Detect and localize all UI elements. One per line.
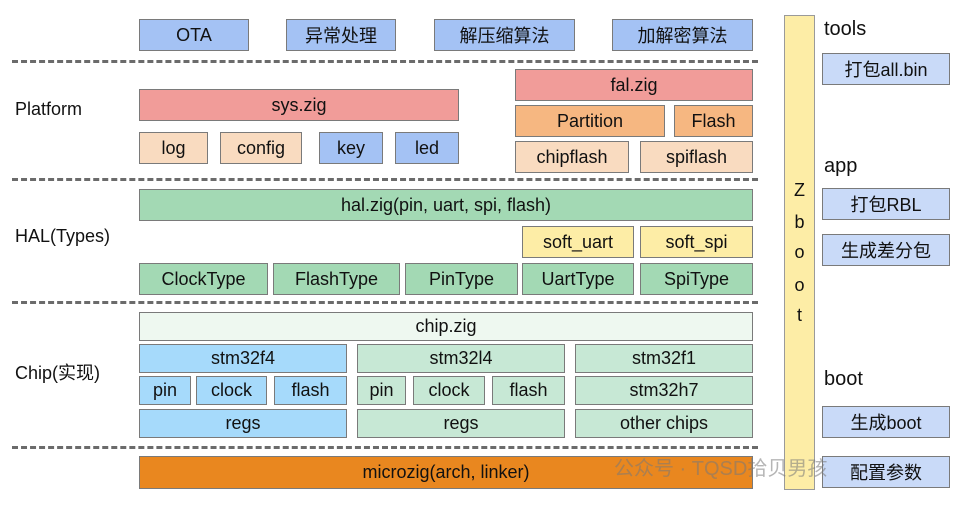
app-pack-rbl: 打包RBL bbox=[822, 188, 950, 220]
boot-config: 配置参数 bbox=[822, 456, 950, 488]
feature-decompress: 解压缩算法 bbox=[434, 19, 575, 51]
divider bbox=[12, 178, 758, 181]
type-uart: UartType bbox=[522, 263, 634, 295]
layer-label-chip: Chip(实现) bbox=[15, 363, 101, 383]
fal-flash: Flash bbox=[674, 105, 753, 137]
layer-label-hal: HAL(Types) bbox=[15, 226, 111, 246]
soft-uart: soft_uart bbox=[522, 226, 634, 258]
f4-clock: clock bbox=[196, 376, 267, 405]
chip-stm32f4: stm32f4 bbox=[139, 344, 347, 373]
chip-stm32f1: stm32f1 bbox=[575, 344, 753, 373]
tool-pack-all: 打包all.bin bbox=[822, 53, 950, 85]
l4-flash: flash bbox=[492, 376, 565, 405]
layer-label-platform: Platform bbox=[15, 99, 83, 119]
fal-zig: fal.zig bbox=[515, 69, 753, 101]
module-led: led bbox=[395, 132, 459, 164]
zboot-letter: b bbox=[794, 212, 805, 232]
app-diff-package: 生成差分包 bbox=[822, 234, 950, 266]
module-config: config bbox=[220, 132, 302, 164]
f4-regs: regs bbox=[139, 409, 347, 438]
l4-pin: pin bbox=[357, 376, 406, 405]
type-pin: PinType bbox=[405, 263, 518, 295]
zboot-letter: o bbox=[794, 242, 805, 262]
f4-flash: flash bbox=[274, 376, 347, 405]
type-flash: FlashType bbox=[273, 263, 400, 295]
zboot-bar: Z b o o t bbox=[784, 15, 815, 490]
zboot-letter: t bbox=[796, 305, 802, 325]
l4-clock: clock bbox=[413, 376, 485, 405]
fal-spiflash: spiflash bbox=[640, 141, 753, 173]
feature-crypto: 加解密算法 bbox=[612, 19, 753, 51]
type-clock: ClockType bbox=[139, 263, 268, 295]
chip-other: other chips bbox=[575, 409, 753, 438]
chip-stm32l4: stm32l4 bbox=[357, 344, 565, 373]
fal-chipflash: chipflash bbox=[515, 141, 629, 173]
zboot-letter: o bbox=[794, 275, 805, 295]
l4-regs: regs bbox=[357, 409, 565, 438]
chip-zig: chip.zig bbox=[139, 312, 753, 341]
divider bbox=[12, 301, 758, 304]
chip-stm32h7: stm32h7 bbox=[575, 376, 753, 405]
microzig: microzig(arch, linker) bbox=[139, 456, 753, 489]
section-app: app bbox=[824, 155, 858, 177]
divider bbox=[12, 60, 758, 63]
fal-partition: Partition bbox=[515, 105, 665, 137]
module-key: key bbox=[319, 132, 383, 164]
feature-ota: OTA bbox=[139, 19, 249, 51]
soft-spi: soft_spi bbox=[640, 226, 753, 258]
sys-zig: sys.zig bbox=[139, 89, 459, 121]
divider bbox=[12, 446, 758, 449]
feature-exception: 异常处理 bbox=[286, 19, 396, 51]
module-log: log bbox=[139, 132, 208, 164]
zboot-letter: Z bbox=[794, 180, 805, 200]
boot-generate: 生成boot bbox=[822, 406, 950, 438]
section-tools: tools bbox=[824, 18, 867, 40]
watermark: 公众号 · TQSD拾贝男孩 bbox=[614, 458, 828, 480]
section-boot: boot bbox=[824, 368, 863, 390]
type-spi: SpiType bbox=[640, 263, 753, 295]
hal-zig: hal.zig(pin, uart, spi, flash) bbox=[139, 189, 753, 221]
f4-pin: pin bbox=[139, 376, 191, 405]
